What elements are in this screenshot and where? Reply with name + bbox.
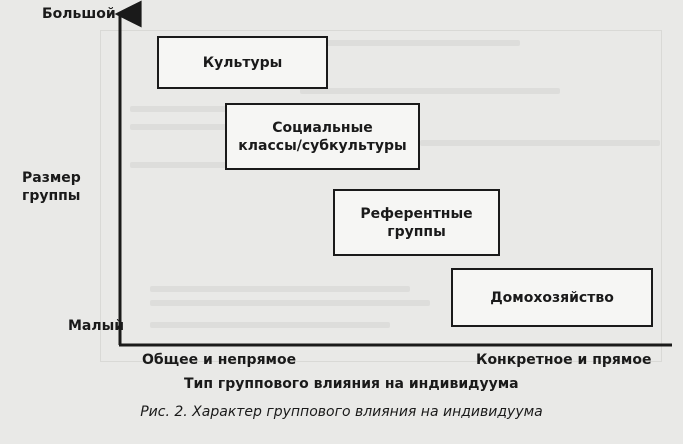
y-axis-title-line1: Размер	[22, 170, 81, 186]
ghost-line	[150, 322, 390, 328]
box-social-classes: Социальные классы/субкультуры	[225, 103, 420, 170]
box-household-label: Домохозяйство	[490, 289, 614, 306]
box-household: Домохозяйство	[451, 268, 653, 327]
y-axis-title-line2: группы	[22, 188, 81, 204]
ghost-line	[420, 140, 660, 146]
ghost-line	[200, 40, 520, 46]
y-axis-top-label: Большой	[42, 6, 116, 22]
ghost-frame	[100, 30, 662, 362]
y-axis-bottom-label: Малый	[68, 318, 125, 334]
ghost-line	[150, 286, 410, 292]
box-cultures: Культуры	[157, 36, 328, 89]
x-axis-title: Тип группового влияния на индивидуума	[184, 376, 519, 392]
box-social-classes-label: Социальные классы/субкультуры	[238, 119, 407, 154]
box-reference-groups: Референтные группы	[333, 189, 500, 256]
box-reference-groups-label: Референтные группы	[360, 205, 473, 240]
ghost-line	[130, 162, 310, 168]
figure-caption: Рис. 2. Характер группового влияния на и…	[140, 404, 543, 420]
ghost-line	[300, 88, 560, 94]
x-axis-right-label: Конкретное и прямое	[476, 352, 652, 368]
box-cultures-label: Культуры	[202, 54, 283, 71]
ghost-line	[150, 300, 430, 306]
x-axis-left-label: Общее и непрямое	[142, 352, 297, 368]
